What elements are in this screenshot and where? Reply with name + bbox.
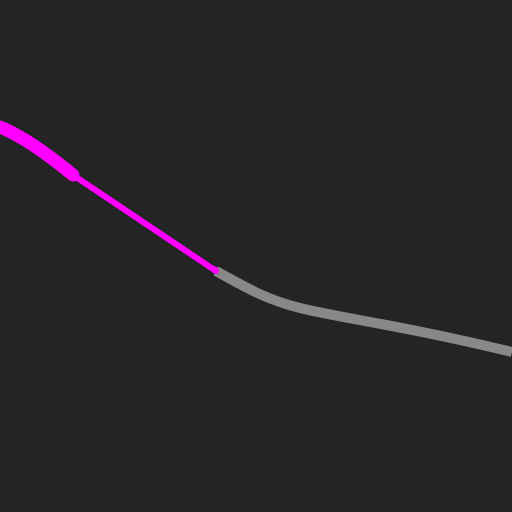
current-position-marker	[211, 266, 219, 274]
remaining-path-segment	[213, 266, 512, 357]
traveled-path-thin-segment	[70, 172, 219, 274]
traveled-path-thick-segment	[0, 120, 80, 182]
